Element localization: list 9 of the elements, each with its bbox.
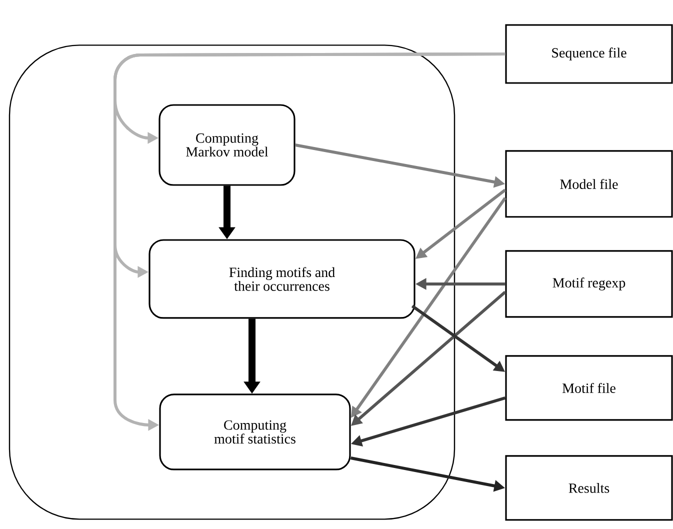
process-box: Computing Markov model <box>158 104 296 186</box>
process-box: Finding motifs and their occurrences <box>148 239 416 319</box>
file-box: Sequence file <box>505 24 673 84</box>
process-box: Computing motif statistics <box>159 394 351 470</box>
program-frame <box>8 44 456 520</box>
file-box: Motif regexp <box>505 250 673 318</box>
file-box: Model file <box>505 150 673 218</box>
file-box: Motif file <box>505 355 673 421</box>
file-box: Results <box>505 455 673 521</box>
